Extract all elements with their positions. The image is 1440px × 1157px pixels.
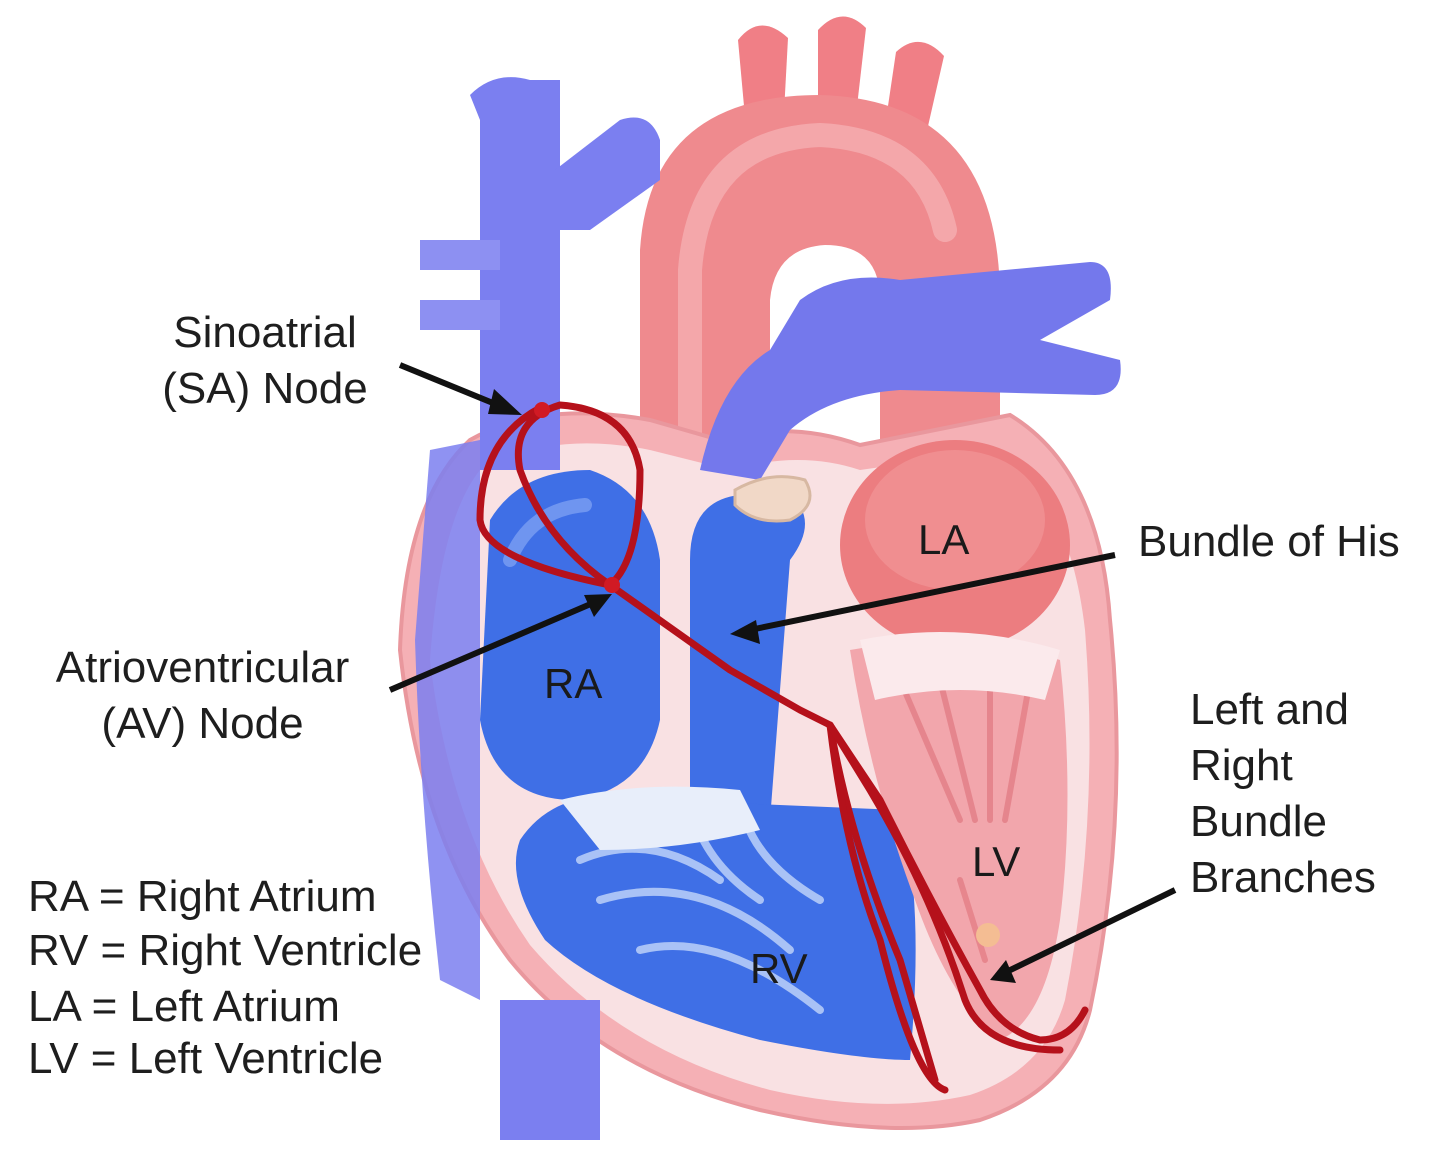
right-ventricle [515, 795, 916, 1060]
left-atrium-inner [865, 450, 1045, 590]
bundle-of-his-pointer [739, 552, 1116, 635]
bundle-branches-line1: Left and [1190, 685, 1350, 734]
av-node-pointer [388, 597, 602, 693]
chamber-label-ra: RA [544, 660, 603, 707]
chamber-label-lv: LV [972, 838, 1021, 885]
legend-item-ra: RA = Right Atrium [28, 872, 377, 921]
inferior-vena-cava [500, 1000, 600, 1140]
chamber-label-la: LA [918, 516, 970, 563]
pulmonary-valve [733, 475, 812, 523]
bundle-branches-line3: Bundle [1190, 797, 1328, 846]
bundle-of-his-label: Bundle of His [1138, 517, 1400, 566]
aortic-arch-highlight [678, 122, 957, 472]
lv-apex-spot [976, 923, 1000, 947]
bundle-branches-pointer [998, 887, 1177, 978]
left-ventricle-papillary [897, 677, 1033, 963]
legend-item-la: LA = Left Atrium [28, 982, 340, 1031]
av-node-label-line1: Atrioventricular [55, 643, 350, 692]
pointer-lines [388, 362, 1177, 978]
av-node-arrowhead [584, 594, 612, 617]
conduction-pathway [476, 401, 1089, 1094]
pointer-arrowheads [488, 389, 1016, 983]
chamber-label-rv: RV [750, 945, 808, 992]
bundle-of-his-arrowhead [730, 620, 760, 644]
right-atrium-highlight [503, 498, 592, 567]
superior-vena-cava [470, 77, 560, 470]
left-ventricle [850, 642, 1068, 1040]
vena-cava-right-branch [555, 117, 660, 230]
bundle-branches-label: Left and Right Bundle Branches [1190, 682, 1376, 906]
svc-left-branch-upper [420, 240, 500, 270]
av-node-marker [604, 577, 620, 593]
sa-node-label: Sinoatrial (SA) Node [130, 305, 400, 417]
sa-node-label-line1: Sinoatrial [173, 308, 357, 357]
mitral-valve-region [860, 632, 1060, 700]
av-node-label: Atrioventricular (AV) Node [30, 640, 375, 752]
pulmonary-trunk [700, 262, 1121, 480]
av-node-label-line2: (AV) Node [101, 699, 304, 748]
sa-node-label-line2: (SA) Node [162, 364, 368, 413]
bundle-branches-line4: Branches [1190, 853, 1376, 902]
right-atrium [480, 470, 660, 800]
sa-node-arrowhead [488, 389, 522, 415]
vena-cava-side-wall [415, 440, 480, 1000]
tricuspid-valve-region [560, 786, 760, 850]
sa-node-marker [534, 402, 550, 418]
bundle-branches-line2: Right [1190, 741, 1293, 790]
pulmonary-outflow [690, 495, 805, 820]
legend-item-lv: LV = Left Ventricle [28, 1034, 384, 1083]
bundle-branches-arrowhead [990, 960, 1016, 983]
svc-left-branch-lower [420, 300, 500, 330]
legend-item-rv: RV = Right Ventricle [28, 926, 423, 975]
